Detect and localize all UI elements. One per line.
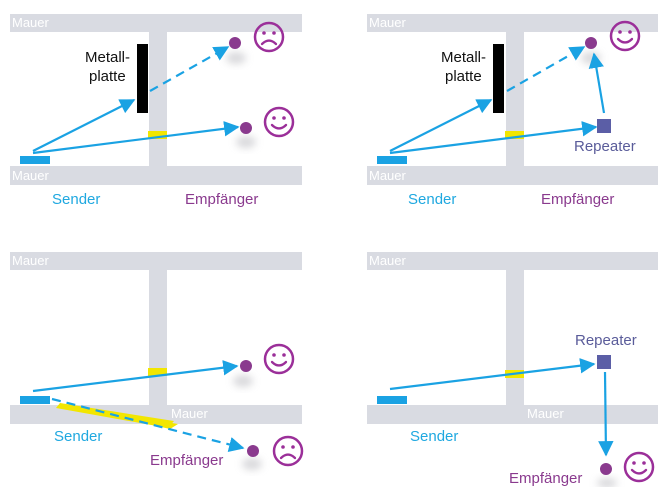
signal-reflected <box>32 99 136 152</box>
sender-device <box>377 396 407 404</box>
wall-penetration <box>505 131 524 139</box>
sender-device <box>20 156 50 164</box>
repeater-label: Repeater <box>575 332 637 349</box>
sender-device <box>20 396 50 404</box>
wall-label: Mauer <box>12 253 49 268</box>
wall-label: Mauer <box>171 406 208 421</box>
repeater-device <box>597 119 611 133</box>
wall-label: Mauer <box>369 168 406 183</box>
room-right <box>167 270 302 405</box>
smiley-happy-icon <box>263 343 295 375</box>
receiver-label: Empfänger <box>509 470 583 487</box>
smiley-sad-icon <box>272 435 304 467</box>
signal-reflected <box>389 99 493 152</box>
receiver-dot <box>229 37 241 49</box>
smiley-happy-icon <box>623 451 655 483</box>
wall-label: Mauer <box>369 253 406 268</box>
sender-label: Sender <box>410 428 459 445</box>
room-left <box>10 32 149 166</box>
smiley-happy-icon <box>609 20 641 52</box>
wall-label: Mauer <box>12 168 49 183</box>
wall-label: Mauer <box>527 406 564 421</box>
panel-top-right <box>367 14 658 185</box>
metal-plate <box>137 44 148 113</box>
sender-label: Sender <box>408 191 457 208</box>
wall-penetration <box>148 368 167 376</box>
signal-through-wall <box>32 121 240 155</box>
wall-label: Mauer <box>12 15 49 30</box>
smiley-sad-icon <box>253 21 285 53</box>
signal-repeated <box>598 371 614 457</box>
sender-label: Sender <box>52 191 101 208</box>
panel-bottom-left <box>10 252 304 470</box>
sender-label: Sender <box>54 428 103 445</box>
metal-plate-label-line1: Metall- <box>85 49 131 66</box>
room-left <box>10 270 149 405</box>
repeater-label: Repeater <box>574 138 636 155</box>
smiley-happy-icon <box>263 106 295 138</box>
metal-plate-label-line2: platte <box>89 68 126 85</box>
receiver-label: Empfänger <box>541 191 615 208</box>
metal-plate <box>493 44 504 113</box>
receiver-dot <box>247 445 259 457</box>
room-left <box>367 270 506 405</box>
wall-penetration <box>148 131 167 139</box>
signal-to-repeater <box>389 121 598 155</box>
receiver-dot <box>585 37 597 49</box>
signal-through-wall <box>32 360 239 393</box>
repeater-device <box>597 355 611 369</box>
room-right <box>524 270 658 405</box>
receiver-dot <box>240 122 252 134</box>
sender-device <box>377 156 407 164</box>
receiver-label: Empfänger <box>150 452 224 469</box>
metal-plate-label-line2: platte <box>445 68 482 85</box>
signal-to-repeater <box>389 358 596 391</box>
signal-repeated <box>588 52 606 114</box>
receiver-label: Empfänger <box>185 191 259 208</box>
panel-bottom-right <box>367 252 658 487</box>
metal-plate-label-line1: Metall- <box>441 49 487 66</box>
receiver-dot <box>240 360 252 372</box>
panel-top-left <box>10 14 302 185</box>
room-left <box>367 32 506 166</box>
wall-label: Mauer <box>369 15 406 30</box>
receiver-dot <box>600 463 612 475</box>
signal-weak-diagonal <box>51 397 245 453</box>
